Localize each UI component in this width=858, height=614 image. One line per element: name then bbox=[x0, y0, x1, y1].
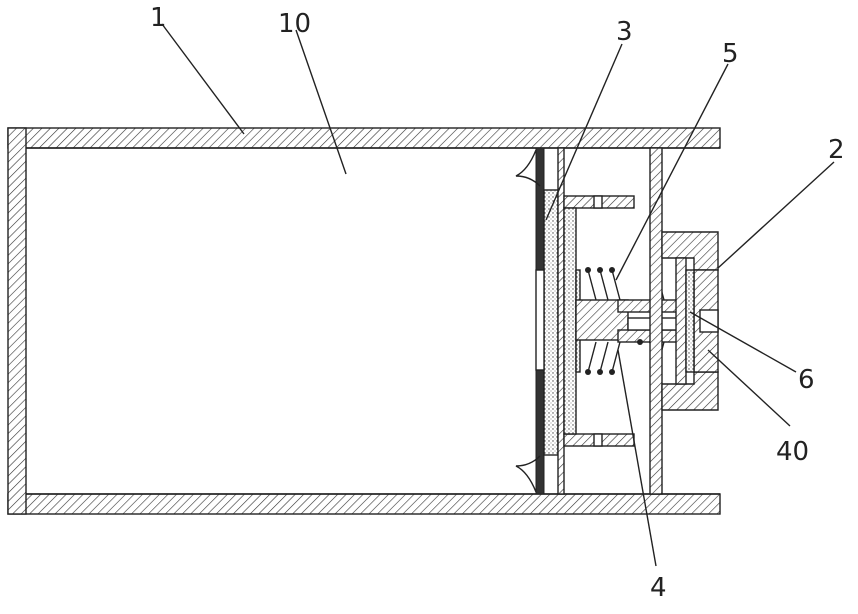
ref-label-membrane: 3 bbox=[616, 17, 633, 47]
seal-ring bbox=[676, 258, 694, 384]
ref-label-end-cap: 2 bbox=[828, 135, 845, 165]
ref-label-valve-stem: 6 bbox=[798, 365, 815, 395]
ref-label-spring: 5 bbox=[722, 39, 739, 69]
ref-label-seal-ring: 40 bbox=[776, 437, 809, 467]
ref-label-chamber: 10 bbox=[278, 9, 311, 39]
ref-label-piston: 4 bbox=[650, 573, 667, 603]
leader-lines bbox=[162, 24, 834, 566]
membrane-assembly bbox=[516, 148, 564, 494]
ref-label-housing: 1 bbox=[150, 3, 167, 33]
